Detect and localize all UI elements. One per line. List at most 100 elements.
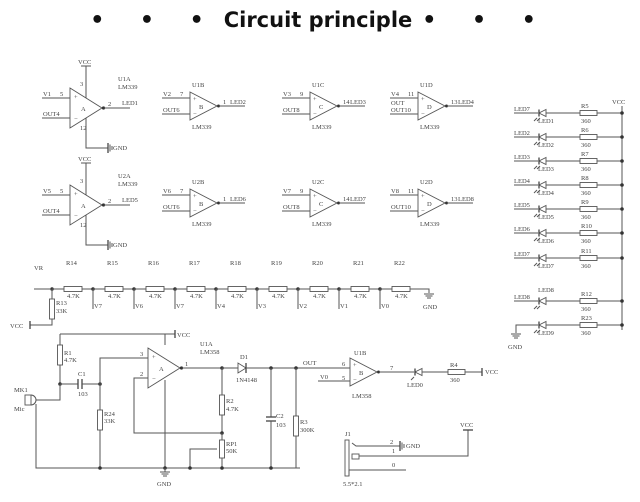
resistor-value-label: 300K: [300, 427, 315, 434]
led-icon: [533, 296, 547, 310]
minus-sign: −: [313, 111, 317, 118]
resistor-ref-label: R16: [148, 260, 160, 267]
led-ray: [533, 189, 538, 194]
led-ref-label: LED5: [538, 214, 554, 221]
input-minus-label: OUT4: [43, 111, 60, 118]
resistor-r17: [186, 286, 206, 292]
wire: [348, 469, 406, 476]
jack-size-label: 5.5*2.1: [343, 481, 363, 488]
input-plus-label: V4: [391, 91, 400, 98]
resistor-ref-label: R8: [581, 175, 589, 182]
part-label: LM339: [192, 124, 212, 131]
wire: [99, 357, 148, 384]
ground-rail: [35, 404, 300, 469]
capacitor-ref-label: C1: [78, 371, 86, 378]
resistor-ref-label: R24: [104, 411, 116, 418]
led-ref-label: LED8: [538, 287, 554, 294]
comparator-triangle: [349, 357, 378, 387]
resistor-ref-label: R22: [394, 260, 405, 267]
pin-label: 2: [140, 371, 143, 378]
output-net-label: LED2: [230, 99, 246, 106]
pin-label: 2: [108, 198, 111, 205]
led-body: [537, 228, 547, 238]
opamp-letter: A: [81, 203, 86, 210]
comparator-triangle: [309, 188, 338, 218]
led-ray: [533, 141, 538, 146]
pin-label: 3: [80, 81, 83, 88]
led-ray: [533, 237, 538, 242]
resistor-ref-label: R15: [107, 260, 118, 267]
resistor-value-label: 360: [581, 118, 591, 125]
tap-label: V7: [176, 303, 185, 310]
junction-dot: [620, 207, 624, 211]
diode-icon: [237, 362, 247, 374]
output-dot: [179, 366, 184, 370]
resistor-value-label: 4.7K: [231, 293, 244, 300]
resistor-r20: [309, 286, 329, 292]
led-ref-label: LED9: [538, 330, 554, 337]
comparator-letter: B: [359, 370, 364, 377]
led-net-label: LED4: [514, 178, 531, 185]
pin-label: 9: [300, 188, 303, 195]
resistor-ref-label: R20: [312, 260, 323, 267]
junction-dot: [98, 466, 102, 470]
pin-label: 11: [408, 188, 414, 195]
gnd-label: GND: [113, 242, 127, 249]
diode-ref-label: D1: [240, 354, 248, 361]
resistor-ref-label: R11: [581, 248, 592, 255]
resistor-r14: [63, 286, 83, 292]
resistor-value-label: 4.7K: [272, 293, 285, 300]
junction-dot: [620, 183, 624, 187]
resistor-value-label: 4.7K: [313, 293, 326, 300]
wire: [30, 319, 53, 326]
led-ref-label: LED4: [538, 190, 555, 197]
resistor-ref-label: R14: [66, 260, 78, 267]
resistor-ref-label: R5: [581, 103, 589, 110]
tap-label: V1: [340, 303, 348, 310]
pin-label: 1: [392, 448, 395, 455]
comparator-triangle: [417, 188, 446, 218]
pin-label: 5: [342, 375, 345, 382]
minus-sign: −: [152, 376, 156, 383]
plus-sign: +: [193, 96, 197, 103]
resistor-ref-label: R1: [64, 350, 72, 357]
resistor-value-label: 4.7K: [67, 293, 80, 300]
part-label: LM339: [312, 124, 332, 131]
minus-sign: −: [313, 208, 317, 215]
led-body: [537, 320, 547, 330]
junction-dot: [620, 231, 624, 235]
led-ref-label: LED0: [407, 382, 423, 389]
comparator-symbol: +−D: [417, 188, 448, 218]
led-net-label: LED8: [514, 294, 530, 301]
comparator-symbol: +−C: [309, 188, 340, 218]
capacitor-ref-label: C2: [276, 413, 284, 420]
pin-label: 1: [185, 361, 188, 368]
input-plus-label: V2: [163, 91, 171, 98]
led-net-label: LED2: [514, 130, 530, 137]
pin-label: 9: [300, 91, 303, 98]
pin-label: 7: [390, 365, 394, 372]
pin-label: 13: [451, 99, 458, 106]
resistor-value-label: 4.7K: [190, 293, 203, 300]
ground-icon: [160, 471, 170, 477]
minus-sign: −: [74, 213, 78, 220]
diode-value-label: 1N4148: [236, 377, 257, 384]
resistor-r3: [293, 415, 299, 437]
net-label: OUT: [391, 100, 404, 107]
resistor-ref-label: R3: [300, 419, 308, 426]
input-minus-label: OUT6: [163, 107, 180, 114]
resistor-r12: [579, 298, 598, 304]
junction-dot: [620, 111, 624, 115]
part-label: LM339: [420, 221, 440, 228]
led-body: [537, 296, 547, 306]
output-dot: [445, 201, 448, 205]
output-dot: [217, 104, 220, 108]
junction-dot: [620, 323, 624, 327]
pin-label: 2: [390, 439, 393, 446]
vcc-label: VCC: [485, 369, 498, 376]
